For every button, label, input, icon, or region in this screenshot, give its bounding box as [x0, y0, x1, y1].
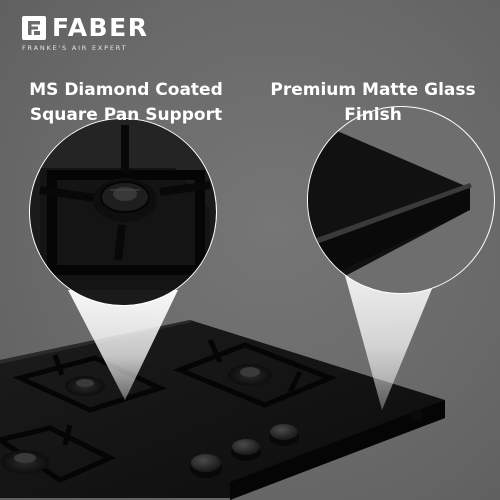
brand-logo: FABER FRANKE'S AIR EXPERT [22, 13, 172, 54]
brand-name: FABER [52, 13, 149, 42]
feature-caption-line: Premium Matte Glass [270, 80, 476, 100]
knob-1 [190, 454, 222, 478]
pan-support-left [12, 354, 167, 413]
spotlight-beam-left [68, 290, 178, 400]
burner-front [1, 450, 49, 474]
brand-tagline: FRANKE'S AIR EXPERT [22, 44, 128, 52]
knob-2 [231, 439, 261, 461]
feature-caption-pan-support: MS Diamond Coated Square Pan Support [8, 78, 244, 128]
zoom-circle-pan-support [29, 118, 217, 306]
pan-support-right [173, 338, 337, 408]
feature-caption-line: Square Pan Support [29, 105, 223, 125]
burner-left [65, 376, 105, 396]
feature-caption-line: Finish [344, 105, 402, 125]
knob-3 [269, 424, 299, 446]
zoom-circle-glass-edge [307, 106, 495, 294]
faber-logo-icon [22, 16, 46, 40]
feature-caption-line: MS Diamond Coated [29, 80, 223, 100]
feature-caption-glass-finish: Premium Matte Glass Finish [255, 78, 491, 128]
burner-right [228, 364, 272, 386]
